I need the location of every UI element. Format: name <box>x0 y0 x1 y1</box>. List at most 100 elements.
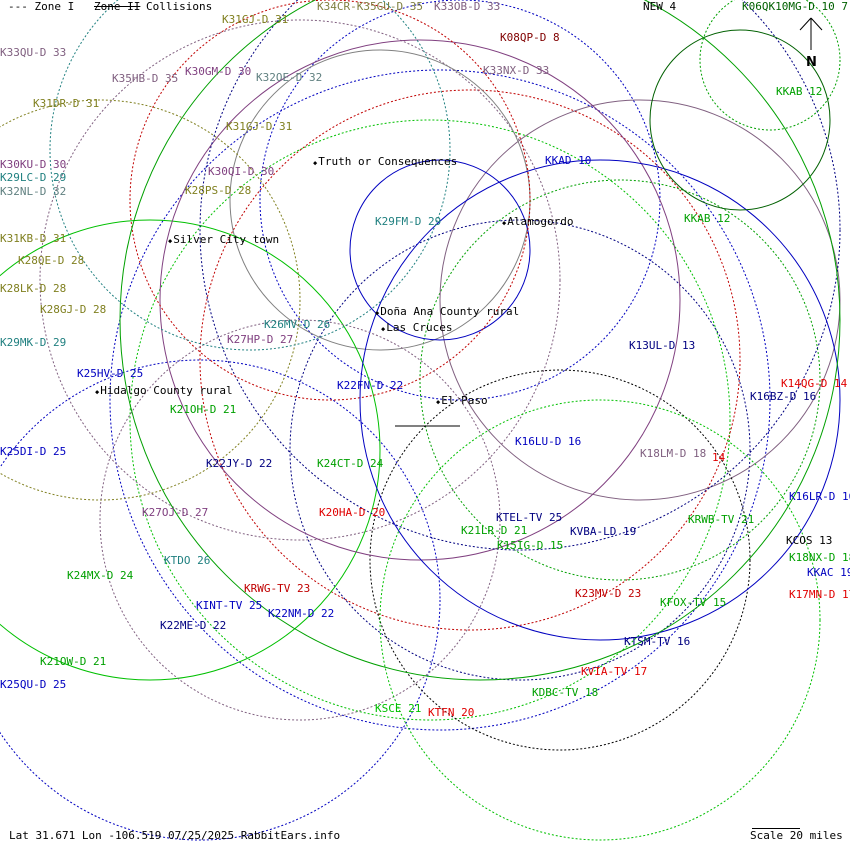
coverage-contour <box>699 0 841 131</box>
station-label[interactable]: K24CT-D 24 <box>317 457 384 470</box>
coverage-contour <box>419 179 821 581</box>
place-label: Las Cruces <box>381 322 452 335</box>
coverage-contour <box>289 219 751 681</box>
coverage-contour <box>0 359 441 841</box>
station-label[interactable]: K22ME-D 22 <box>160 619 227 632</box>
station-label[interactable]: K22NM-D 22 <box>268 607 335 620</box>
legend-zone1: --- Zone I <box>8 0 75 13</box>
station-label[interactable]: K31GJ-D 31 <box>222 13 289 26</box>
place-label: Hidalgo County rural <box>95 385 232 398</box>
station-label[interactable]: KDBC-TV 18 <box>532 686 599 699</box>
station-label[interactable]: K16BZ-D 16 <box>750 390 817 403</box>
station-label[interactable]: KINT-TV 25 <box>196 599 263 612</box>
coverage-contour <box>439 99 841 501</box>
station-label[interactable]: 14 <box>712 451 726 464</box>
station-label[interactable]: K18NX-D 18 <box>789 551 850 564</box>
station-label[interactable]: KKAB 12 <box>684 212 731 225</box>
station-label[interactable]: K17MN-D 17 <box>789 588 850 601</box>
station-label[interactable]: K16LR-D 16 <box>789 490 850 503</box>
station-label[interactable]: KKAD 10 <box>545 154 592 167</box>
legend-collisions: Collisions <box>146 0 213 13</box>
coordinates-readout: Lat 31.671 Lon -106.519 07/25/2025 Rabbi… <box>9 829 341 842</box>
station-label[interactable]: K06QK10MG-D 10 7 <box>742 0 848 13</box>
station-label[interactable]: KFOX-TV 15 <box>660 596 727 609</box>
station-label[interactable]: K31DR-D 31 <box>33 97 100 110</box>
station-label[interactable]: K22JY-D 22 <box>206 457 273 470</box>
station-label[interactable]: K29MK-D 29 <box>0 336 67 349</box>
coverage-contour <box>159 39 681 561</box>
station-label[interactable]: KRWB-TV 21 <box>688 513 755 526</box>
station-label[interactable]: K21LR-D 21 <box>461 524 528 537</box>
station-label[interactable]: K25QU-D 25 <box>0 678 67 691</box>
station-label[interactable]: K33NX-D 33 <box>483 64 550 77</box>
station-label[interactable]: K27OJ-D 27 <box>142 506 209 519</box>
station-label[interactable]: KKAB 12 <box>776 85 823 98</box>
station-label[interactable]: KVBA-LD 19 <box>570 525 637 538</box>
station-label[interactable]: K28GJ-D 28 <box>40 303 107 316</box>
station-label[interactable]: K21OH-D 21 <box>170 403 237 416</box>
station-label[interactable]: KTSM-TV 16 <box>624 635 691 648</box>
station-label[interactable]: K23MV-D 23 <box>575 587 642 600</box>
station-label[interactable]: K25HV-D 25 <box>77 367 144 380</box>
station-label[interactable]: KTFN 20 <box>428 706 475 719</box>
station-label[interactable]: K30QI-D 30 <box>208 165 275 178</box>
place-label: Truth or Consequences <box>313 156 457 169</box>
coverage-contour <box>649 29 831 211</box>
station-label[interactable]: K35HB-D 35 <box>112 72 179 85</box>
station-label[interactable]: K32OE-D 32 <box>256 71 323 84</box>
station-label[interactable]: NEW 4 <box>643 0 677 13</box>
station-label[interactable]: K15IG-D 15 <box>497 539 564 552</box>
station-label[interactable]: K30GM-D 30 <box>185 65 252 78</box>
coverage-contour <box>0 99 301 501</box>
station-label[interactable]: K20HA-D 20 <box>319 506 386 519</box>
station-label[interactable]: K32NL-D 32 <box>0 185 67 198</box>
station-label[interactable]: K29LC-D 29 <box>0 171 67 184</box>
station-label[interactable]: KTEL-TV 25 <box>496 511 563 524</box>
place-label: El Paso <box>436 395 487 408</box>
station-label[interactable]: KCOS 13 <box>786 534 833 547</box>
station-label[interactable]: K34CR-K35GU-D 35 <box>317 0 423 13</box>
station-label[interactable]: K28PS-D 28 <box>185 184 252 197</box>
coverage-contour <box>39 19 561 541</box>
station-label[interactable]: KVIA-TV 17 <box>581 665 648 678</box>
scale-label: Scale 20 miles <box>750 829 843 842</box>
station-label[interactable]: K21OW-D 21 <box>40 655 107 668</box>
station-label[interactable]: K30KU-D 30 <box>0 158 67 171</box>
place-label: Doña Ana County rural <box>375 306 519 319</box>
station-label[interactable]: KSCE 21 <box>375 702 422 715</box>
station-label[interactable]: KTDO 26 <box>164 554 211 567</box>
coverage-contour <box>0 219 381 681</box>
compass-north-label: N <box>806 55 817 70</box>
station-label[interactable]: K13UL-D 13 <box>629 339 696 352</box>
station-label[interactable]: K28QE-D 28 <box>18 254 85 267</box>
coverage-contour <box>199 89 741 631</box>
station-label[interactable]: KKAC 19 <box>807 566 850 579</box>
station-label[interactable]: K22FN-D 22 <box>337 379 404 392</box>
station-label[interactable]: K08QP-D 8 <box>500 31 560 44</box>
coverage-contour <box>379 399 821 841</box>
coverage-contour <box>129 119 731 721</box>
station-label[interactable]: K31GJ-D 31 <box>226 120 293 133</box>
station-label[interactable]: K24MX-D 24 <box>67 569 134 582</box>
coverage-contour <box>129 0 531 401</box>
station-label[interactable]: K25DI-D 25 <box>0 445 67 458</box>
station-label[interactable]: K26MV-D 26 <box>264 318 331 331</box>
station-label[interactable]: K28LK-D 28 <box>0 282 67 295</box>
station-label[interactable]: K18LM-D 18 <box>640 447 707 460</box>
scale-bar <box>752 828 800 829</box>
station-label[interactable]: K27HP-D 27 <box>227 333 294 346</box>
station-label[interactable]: K33OB-D 33 <box>434 0 501 13</box>
station-label[interactable]: K16LU-D 16 <box>515 435 582 448</box>
coverage-contour <box>99 319 501 721</box>
station-label[interactable]: KRWG-TV 23 <box>244 582 311 595</box>
coverage-contour <box>359 159 841 641</box>
station-label[interactable]: K31KB-D 31 <box>0 232 67 245</box>
coverage-contour <box>199 0 841 551</box>
station-label[interactable]: K14QG-D 14 <box>781 377 848 390</box>
coverage-contour <box>369 369 751 751</box>
station-label[interactable]: K29FM-D 29 <box>375 215 442 228</box>
coverage-contour <box>109 69 771 731</box>
station-label[interactable]: K33QU-D 33 <box>0 46 67 59</box>
